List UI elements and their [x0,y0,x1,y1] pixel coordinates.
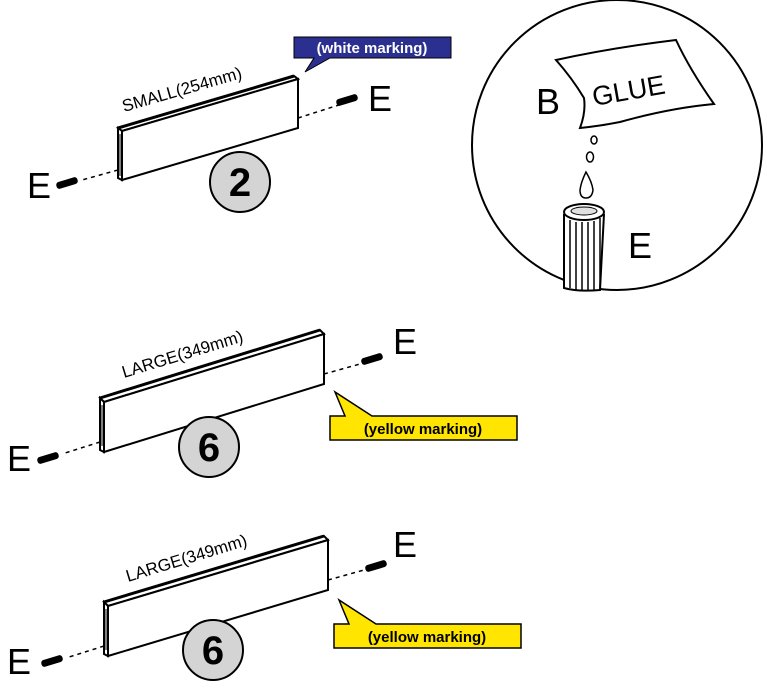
dowel-line-left [61,441,101,455]
dowel-left-icon [41,655,63,667]
part-small-board: SMALL(254mm) E E 2 (white marking) [27,36,452,213]
dowel-line-left [81,169,119,181]
board-large-2 [102,534,330,658]
dowel-right-icon [365,560,387,572]
marking-callout-white: (white marking) [293,36,452,73]
glue-drops-icon [579,135,598,199]
quantity-value: 2 [229,161,251,205]
quantity-circle [209,151,271,213]
quantity-value: 6 [202,629,224,673]
glue-bottle-icon [554,38,716,130]
quantity-value: 6 [198,426,220,470]
part-large-board-1: LARGE(349mm) E E 6 (yellow marking) [7,321,518,479]
dowel-line-right [327,569,365,581]
dowel-letter-left: E [27,165,51,206]
dowel-letter-right: E [393,321,417,362]
dowel-right-icon [361,353,383,365]
dowel-line-right [297,103,343,119]
marking-callout-yellow: (yellow marking) [333,598,522,649]
dowel-letter-left: E [7,438,31,479]
dowel-left-icon [37,452,59,464]
bottle-letter: B [536,81,560,122]
dowel-letter-right: E [393,524,417,565]
marking-label: (yellow marking) [368,629,486,646]
marking-label: (white marking) [317,40,428,57]
board-small [115,74,301,182]
dowel-letter-right: E [368,78,392,119]
quantity-circle [178,416,240,478]
detail-circle [471,0,763,291]
part-large-board-2: LARGE(349mm) E E 6 (yellow marking) [7,524,522,682]
board-large-1 [98,328,326,454]
marking-label: (yellow marking) [364,421,482,438]
dowel-letter-left: E [7,641,31,682]
dowel-detail-icon [563,203,605,292]
dowel-left-icon [56,177,78,189]
glue-detail: GLUE B E [471,0,763,292]
dowel-right-icon [336,94,358,106]
quantity-circle [182,619,244,681]
dowel-line-left [65,645,105,659]
dowel-line-right [323,363,361,375]
marking-callout-yellow: (yellow marking) [329,390,518,441]
dowel-detail-letter: E [628,225,652,266]
